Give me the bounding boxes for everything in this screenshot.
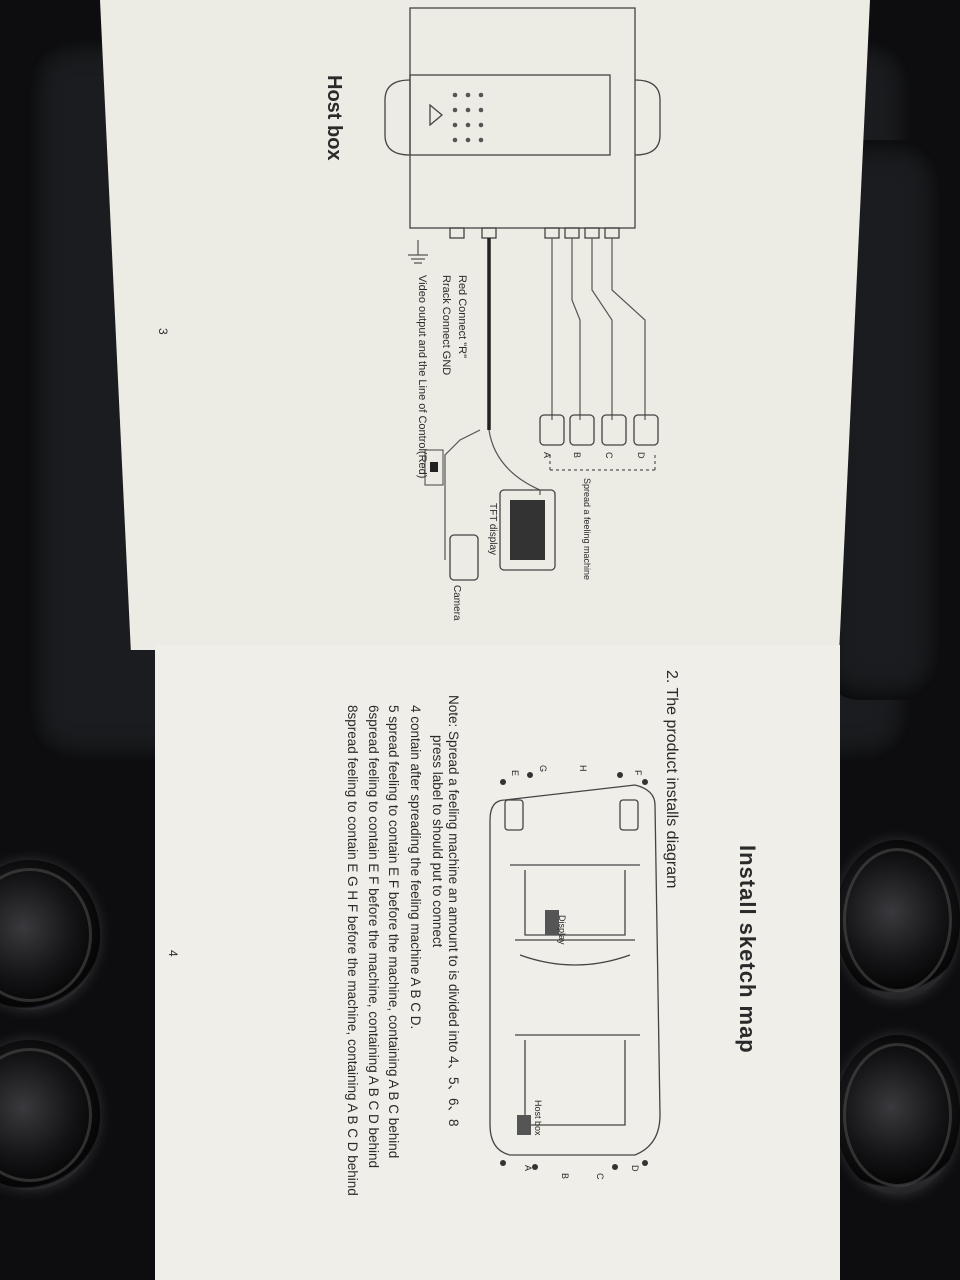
manual-page-3: Host box Red Connect "R" Rrack Connect G… [100, 0, 870, 650]
parking-sensor [835, 1035, 960, 1195]
camera-label: Camera [451, 585, 462, 621]
page-number: 4 [166, 950, 180, 957]
sensor-label-b: B [572, 452, 582, 459]
wiring-note-video: Video output and the Line of Control(Red… [416, 275, 428, 479]
car-install-diagram [489, 772, 661, 1170]
car-label-f: F [633, 770, 643, 776]
spread-machine-label: Spread a feeling machine [582, 478, 592, 581]
sensor-label-d: D [636, 452, 646, 459]
section-heading: 2. The product installs diagram [663, 670, 680, 889]
note-line: 5 spread feeling to contain E F before t… [386, 705, 401, 1159]
car-label-b: B [560, 1173, 570, 1180]
note-line: 4 contain after spreading the feeling ma… [408, 705, 423, 1030]
car-label-d: D [630, 1165, 640, 1172]
page-title: Install sketch map [735, 845, 760, 1054]
page-number: 3 [156, 328, 170, 335]
parking-sensor [835, 840, 960, 1000]
wiring-note-gnd: Rrack Connect GND [440, 275, 452, 376]
display-label: Display [557, 915, 567, 945]
note-line: 8spread feeling to contain E G H F befor… [345, 705, 360, 1196]
car-label-c: C [595, 1173, 605, 1180]
manual-page-4: Install sketch map 2. The product instal… [155, 645, 840, 1280]
car-label-e: E [510, 770, 520, 777]
note-line: Note: Spread a feeling machine an amount… [446, 695, 461, 1127]
note-line: 6spread feeling to contain E F before th… [366, 705, 381, 1169]
car-label-g: G [538, 765, 548, 773]
sensor-label-a: A [542, 452, 552, 459]
car-label-a: A [523, 1165, 533, 1172]
host-box-label: Host box [533, 1100, 543, 1136]
sensor-label-c: C [604, 452, 614, 459]
wiring-note-red: Red Connect "R" [456, 275, 468, 359]
host-box-title: Host box [323, 75, 345, 161]
note-line: press label to should put to connect [430, 735, 445, 948]
wiring-diagram [384, 7, 661, 581]
car-label-h: H [578, 765, 588, 772]
tft-display-label: TFT display [487, 503, 498, 556]
